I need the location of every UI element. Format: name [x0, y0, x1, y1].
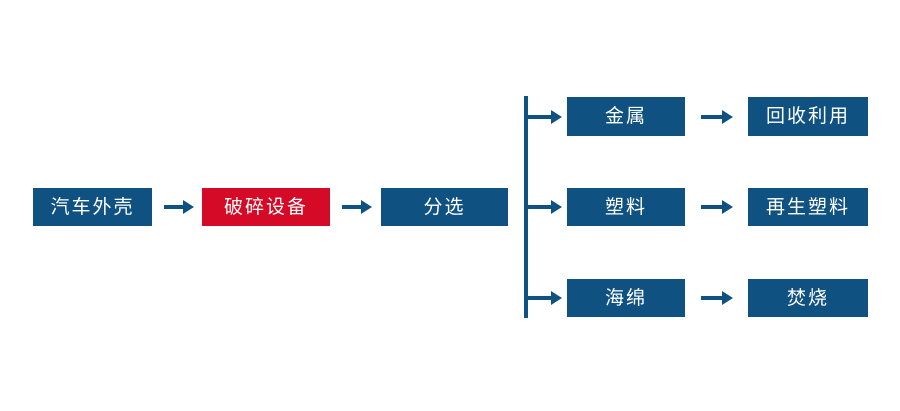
arrow-head: [551, 291, 562, 305]
node-recycle[interactable]: 回收利用: [748, 97, 868, 136]
arrow-head: [722, 110, 733, 124]
arrow-shaft: [528, 205, 552, 209]
arrow-head: [183, 200, 194, 214]
arrow-head: [551, 110, 562, 124]
arrow-head: [551, 200, 562, 214]
node-regen-plastic[interactable]: 再生塑料: [748, 188, 868, 226]
arrow-right-icon-metal-to-recycle: [701, 106, 735, 128]
arrow-shaft: [164, 205, 184, 209]
arrow-shaft: [701, 115, 723, 119]
node-crusher[interactable]: 破碎设备: [202, 188, 330, 226]
branch-trunk-line: [524, 96, 528, 318]
arrow-right-icon-crusher-to-sorting: [342, 196, 372, 218]
arrow-right-icon-plastic-to-regen: [701, 196, 735, 218]
node-plastic[interactable]: 塑料: [567, 188, 685, 226]
arrow-shaft: [528, 115, 552, 119]
node-metal[interactable]: 金属: [567, 97, 685, 136]
arrow-shaft: [528, 296, 552, 300]
node-car-shell[interactable]: 汽车外壳: [33, 188, 152, 226]
arrow-right-icon-shell-to-crusher: [164, 196, 194, 218]
arrow-head: [722, 291, 733, 305]
arrow-right-icon-trunk-to-sponge: [528, 287, 564, 309]
arrow-right-icon-sponge-to-incinerate: [701, 287, 735, 309]
arrow-right-icon-trunk-to-metal: [528, 106, 564, 128]
arrow-right-icon-trunk-to-plastic: [528, 196, 564, 218]
node-sponge[interactable]: 海绵: [567, 279, 685, 317]
arrow-shaft: [701, 205, 723, 209]
node-incinerate[interactable]: 焚烧: [748, 279, 868, 317]
node-sorting[interactable]: 分选: [381, 188, 508, 226]
arrow-head: [722, 200, 733, 214]
arrow-shaft: [701, 296, 723, 300]
arrow-shaft: [342, 205, 362, 209]
arrow-head: [361, 200, 372, 214]
